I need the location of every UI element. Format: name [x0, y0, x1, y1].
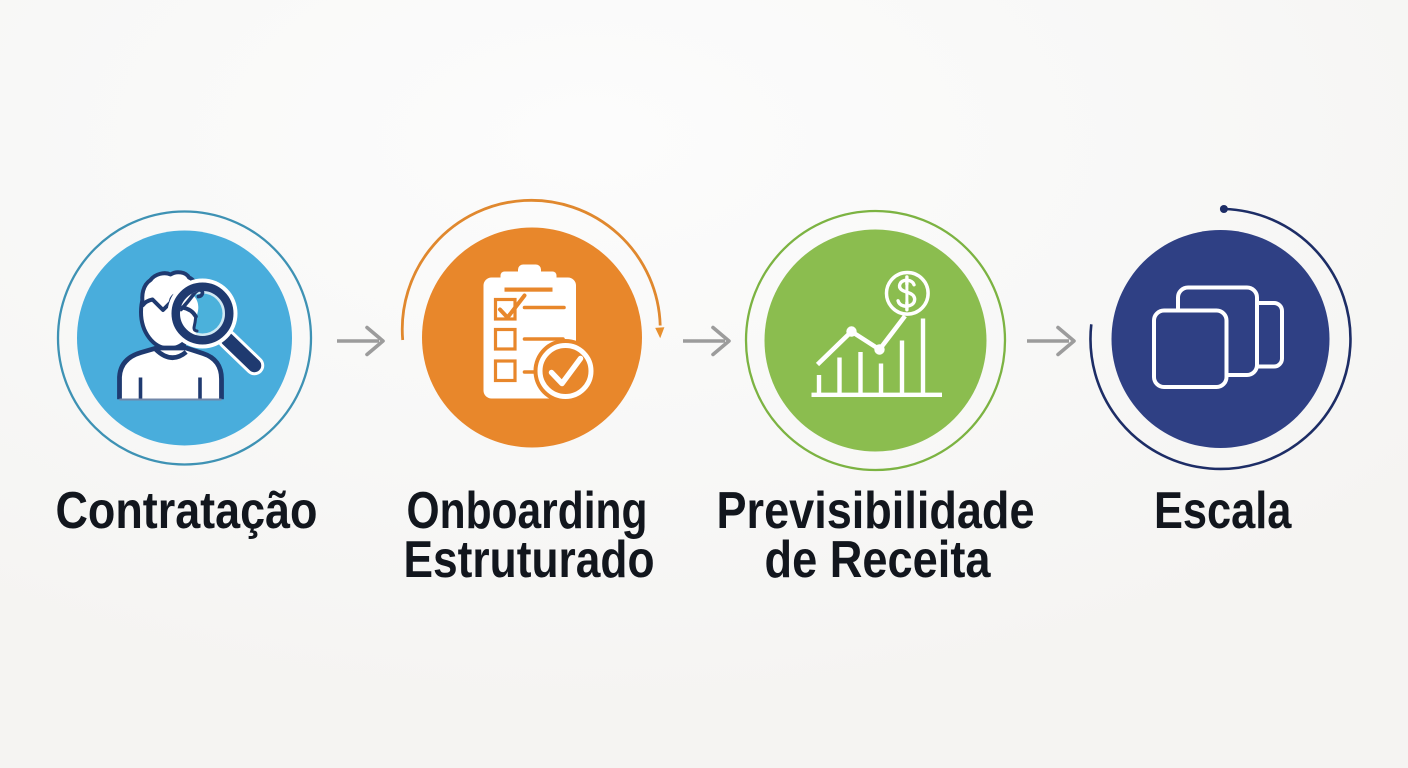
svg-text:Estruturado: Estruturado [404, 531, 655, 589]
svg-text:Contratação: Contratação [56, 482, 318, 540]
svg-text:Escala: Escala [1154, 482, 1292, 540]
svg-text:de Receita: de Receita [765, 531, 992, 589]
svg-text:Onboarding: Onboarding [407, 482, 648, 540]
svg-text:Previsibilidade: Previsibilidade [717, 482, 1035, 540]
